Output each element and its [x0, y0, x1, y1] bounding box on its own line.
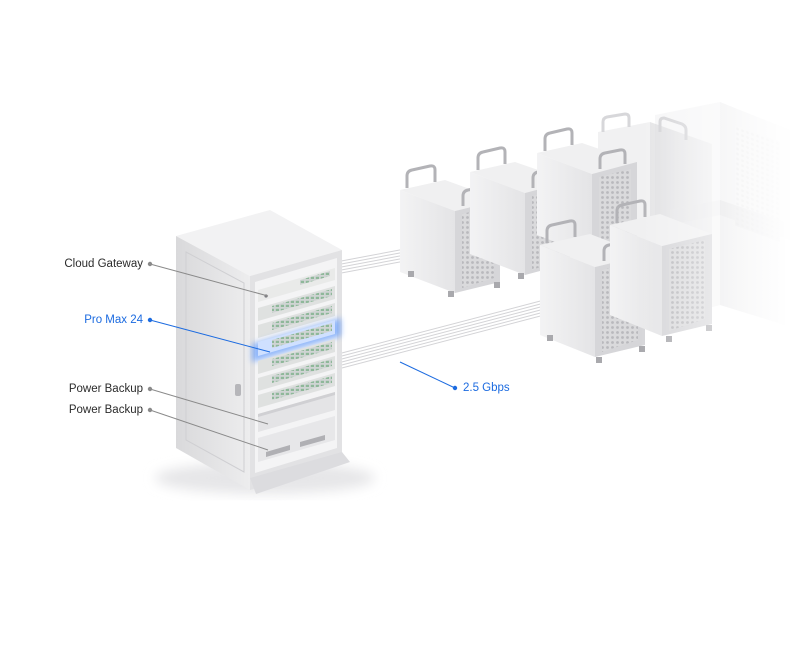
cloud-gateway-label: Cloud Gateway	[64, 258, 143, 270]
fade-overlay	[640, 100, 800, 360]
leader-cloud-gateway	[149, 263, 269, 297]
server-rack	[155, 210, 375, 494]
switch-3	[258, 339, 335, 374]
switch-5	[258, 373, 335, 408]
power-backup-label-2: Power Backup	[68, 404, 143, 416]
switch-1	[258, 286, 335, 321]
power-backup-label-1: Power Backup	[68, 383, 143, 395]
switch-2	[258, 303, 335, 338]
switch-4	[258, 356, 335, 391]
leader-pro-max-24	[149, 319, 271, 353]
power-backup-unit-1	[258, 392, 335, 432]
leader-link-speed	[399, 361, 456, 389]
leader-lines	[147, 261, 458, 451]
power-backup-unit-2	[258, 416, 335, 462]
cable-bundle-upper	[335, 248, 406, 275]
link-speed-label: 2.5 Gbps	[463, 382, 510, 394]
pro-max-24-switch	[252, 318, 341, 362]
leader-power-backup-1	[149, 388, 269, 425]
tower-server-3	[537, 127, 637, 256]
leader-power-backup-2	[149, 409, 269, 451]
pro-max-24-label: Pro Max 24	[84, 314, 143, 326]
cable-bundle-lower	[337, 298, 549, 370]
